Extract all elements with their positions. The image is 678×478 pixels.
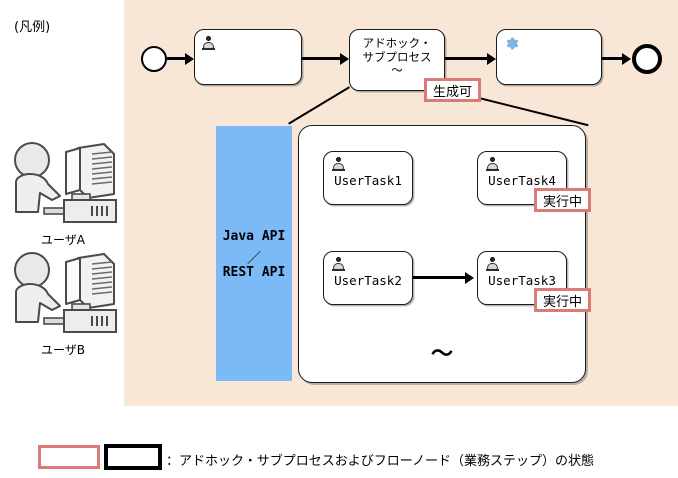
sequence-flow-task2-task3-arrow — [465, 271, 474, 284]
sequence-flow-2 — [302, 57, 342, 60]
status-badge-subprocess: 生成可 — [424, 78, 481, 102]
legend-description: ：アドホック・サブプロセスおよびフローノード（業務ステップ）の状態 — [166, 454, 594, 469]
sequence-flow-4-arrow — [622, 52, 631, 65]
person-icon — [202, 36, 215, 50]
status-badge-user-task-4: 実行中 — [534, 188, 591, 212]
start-event[interactable] — [141, 46, 167, 72]
user-a-caption: ユーザA — [41, 233, 85, 247]
person-icon — [332, 257, 345, 271]
user-b-figure: ユーザB — [4, 248, 122, 357]
adhoc-subprocess-expanded: UserTask1 UserTask4 UserTask2 UserTask3 — [298, 125, 586, 383]
api-band-label-rest: REST API — [222, 265, 286, 280]
legend-swatch-red-state-box — [38, 445, 100, 469]
sequence-flow-1 — [167, 57, 187, 60]
user-a-figure: ユーザA — [4, 138, 122, 247]
task-node-user-task-2-label: UserTask2 — [334, 273, 402, 288]
legend-swatch-black-node-box — [104, 444, 162, 470]
gear-icon — [504, 36, 519, 51]
task-node-user-task-1[interactable]: UserTask1 — [323, 151, 413, 205]
person-icon — [486, 157, 499, 171]
task-node-user-task-1-label: UserTask1 — [334, 173, 402, 188]
sequence-flow-2-arrow — [340, 52, 349, 65]
person-icon — [332, 157, 345, 171]
sequence-flow-3-arrow — [487, 52, 496, 65]
task-node-service[interactable] — [496, 29, 602, 85]
end-event[interactable] — [632, 44, 662, 74]
api-band: Java API ／ REST API — [216, 126, 292, 381]
task-node-user-task-4-label: UserTask4 — [488, 173, 556, 188]
sequence-flow-4 — [602, 57, 624, 60]
adhoc-marker-tilde: 〜 — [430, 342, 453, 367]
legend-title: (凡例) — [14, 20, 51, 35]
sequence-flow-1-arrow — [185, 52, 194, 65]
person-icon — [486, 257, 499, 271]
task-node-user[interactable] — [194, 29, 302, 85]
task-node-user-task-2[interactable]: UserTask2 — [323, 251, 413, 305]
status-badge-user-task-3: 実行中 — [534, 288, 591, 312]
adhoc-subprocess-label: アドホック・ サブプロセス 〜 — [362, 36, 432, 78]
sequence-flow-task2-task3 — [413, 276, 467, 279]
sequence-flow-3 — [445, 57, 489, 60]
person-at-computer-icon — [14, 252, 117, 333]
api-band-separator: ／ — [247, 251, 261, 267]
person-at-computer-icon — [14, 142, 117, 223]
api-band-label-java: Java API — [222, 229, 286, 244]
task-node-user-task-3-label: UserTask3 — [488, 273, 556, 288]
user-b-caption: ユーザB — [41, 343, 85, 357]
